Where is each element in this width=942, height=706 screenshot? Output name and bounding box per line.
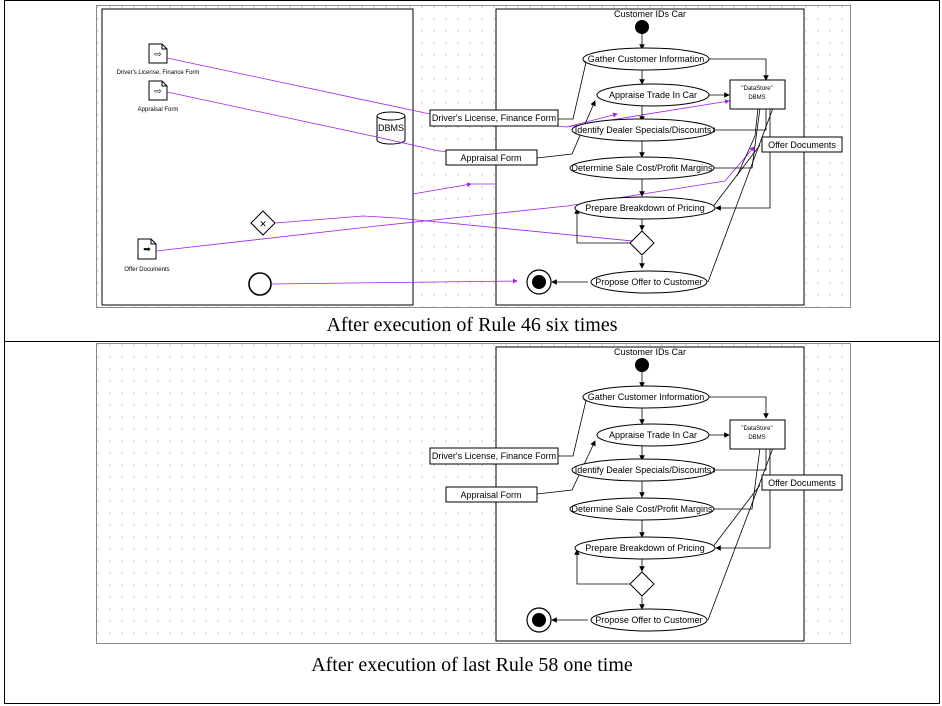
control-flows	[536, 372, 774, 623]
decision-node[interactable]	[629, 230, 655, 256]
svg-text:Appraise Trade In Car: Appraise Trade In Car	[609, 90, 697, 100]
bpmn-datastore[interactable]: DBMS	[376, 111, 406, 145]
diagram-panel-2: Customer IDs Car Gather Customer Inform	[96, 343, 851, 644]
table-rule-top	[4, 0, 940, 1]
bpmn-data-object-license[interactable]: ⇨ Driver's License, Finance Form	[117, 43, 200, 76]
arrow-right-filled-icon: ➡	[143, 244, 151, 254]
table-rule-middle	[4, 341, 940, 342]
datastore-node[interactable]: "DataStore" DBMS	[729, 419, 786, 450]
action-determine[interactable]: Determine Sale Cost/Profit Margins	[569, 497, 715, 521]
caption-panel-1: After execution of Rule 46 six times	[326, 314, 618, 336]
svg-text:DBMS: DBMS	[748, 435, 765, 441]
svg-text:Propose Offer to Customer: Propose Offer to Customer	[595, 615, 702, 625]
svg-text:Identify Dealer Specials/Disco: Identify Dealer Specials/Discounts	[575, 125, 712, 135]
svg-text:DBMS: DBMS	[748, 95, 765, 101]
diagram-canvas-1: ⇨ Driver's License, Finance Form ⇨ Appra…	[97, 6, 850, 307]
svg-text:Propose Offer to Customer: Propose Offer to Customer	[595, 277, 702, 287]
object-node-appraisal[interactable]: Appraisal Form	[445, 149, 538, 166]
bpmn-data-object-appraisal[interactable]: ⇨ Appraisal Form	[138, 80, 179, 113]
bpmn-datastore-label: DBMS	[378, 123, 404, 133]
svg-text:Driver's License, Finance Form: Driver's License, Finance Form	[432, 451, 556, 461]
activity-title: Customer IDs Car	[614, 347, 686, 357]
svg-text:Offer Documents: Offer Documents	[768, 140, 836, 150]
svg-text:Gather Customer Information: Gather Customer Information	[588, 392, 705, 402]
action-prepare[interactable]: Prepare Breakdown of Pricing	[574, 196, 716, 220]
diagram-panel-1: ⇨ Driver's License, Finance Form ⇨ Appra…	[96, 5, 851, 308]
svg-text:Prepare Breakdown of Pricing: Prepare Breakdown of Pricing	[585, 203, 705, 213]
bpmn-data-object-label: Driver's License, Finance Form	[117, 70, 200, 76]
arrow-right-icon: ⇨	[154, 49, 162, 59]
object-node-license[interactable]: Driver's License, Finance Form	[429, 447, 559, 465]
datastore-node[interactable]: "DataStore" DBMS	[729, 79, 786, 110]
bpmn-start-event[interactable]	[248, 272, 272, 296]
action-appraise[interactable]: Appraise Trade In Car	[596, 83, 710, 107]
object-node-license[interactable]: Driver's License, Finance Form	[429, 109, 559, 127]
svg-text:Identify Dealer Specials/Disco: Identify Dealer Specials/Discounts	[575, 465, 712, 475]
svg-text:Prepare Breakdown of Pricing: Prepare Breakdown of Pricing	[585, 543, 705, 553]
control-flows	[536, 34, 774, 285]
action-prepare[interactable]: Prepare Breakdown of Pricing	[574, 536, 716, 560]
object-node-offer[interactable]: Offer Documents	[761, 474, 843, 491]
action-identify[interactable]: Identify Dealer Specials/Discounts	[571, 118, 715, 142]
bpmn-data-object-label: Offer Documents	[124, 267, 169, 273]
decision-node[interactable]	[629, 571, 655, 597]
action-gather[interactable]: Gather Customer Information	[582, 385, 710, 409]
svg-text:Determine Sale Cost/Profit Mar: Determine Sale Cost/Profit Margins	[571, 163, 713, 173]
svg-text:"DataStore": "DataStore"	[741, 86, 772, 92]
initial-node[interactable]	[635, 358, 649, 372]
initial-node[interactable]	[635, 20, 649, 34]
figure-frame	[4, 0, 940, 704]
svg-text:Appraisal Form: Appraisal Form	[460, 490, 521, 500]
action-determine[interactable]: Determine Sale Cost/Profit Margins	[569, 156, 715, 180]
bpmn-exclusive-gateway[interactable]: ✕	[250, 210, 276, 236]
svg-text:Appraise Trade In Car: Appraise Trade In Car	[609, 430, 697, 440]
bpmn-data-object-label: Appraisal Form	[138, 107, 179, 113]
svg-text:Driver's License, Finance Form: Driver's License, Finance Form	[432, 113, 556, 123]
x-mark-icon: ✕	[259, 219, 267, 229]
caption-panel-2: After execution of last Rule 58 one time	[311, 654, 633, 676]
action-gather[interactable]: Gather Customer Information	[582, 47, 710, 71]
arrow-right-icon: ⇨	[154, 86, 162, 96]
svg-text:Appraisal Form: Appraisal Form	[460, 153, 521, 163]
svg-text:Offer Documents: Offer Documents	[768, 478, 836, 488]
bpmn-data-object-offer[interactable]: ➡ Offer Documents	[124, 238, 170, 273]
object-node-appraisal[interactable]: Appraisal Form	[445, 486, 538, 503]
action-identify[interactable]: Identify Dealer Specials/Discounts	[571, 458, 715, 482]
action-propose[interactable]: Propose Offer to Customer	[590, 608, 708, 632]
svg-text:Gather Customer Information: Gather Customer Information	[588, 54, 705, 64]
action-appraise[interactable]: Appraise Trade In Car	[596, 423, 710, 447]
svg-text:"DataStore": "DataStore"	[741, 426, 772, 432]
object-node-offer[interactable]: Offer Documents	[761, 136, 843, 153]
svg-text:Determine Sale Cost/Profit Mar: Determine Sale Cost/Profit Margins	[571, 504, 713, 514]
activity-title: Customer IDs Car	[614, 9, 686, 19]
activity-final-node[interactable]	[526, 607, 552, 633]
diagram-canvas-2: Customer IDs Car Gather Customer Inform	[97, 344, 850, 643]
action-propose[interactable]: Propose Offer to Customer	[590, 270, 708, 294]
activity-final-node[interactable]	[526, 269, 552, 295]
